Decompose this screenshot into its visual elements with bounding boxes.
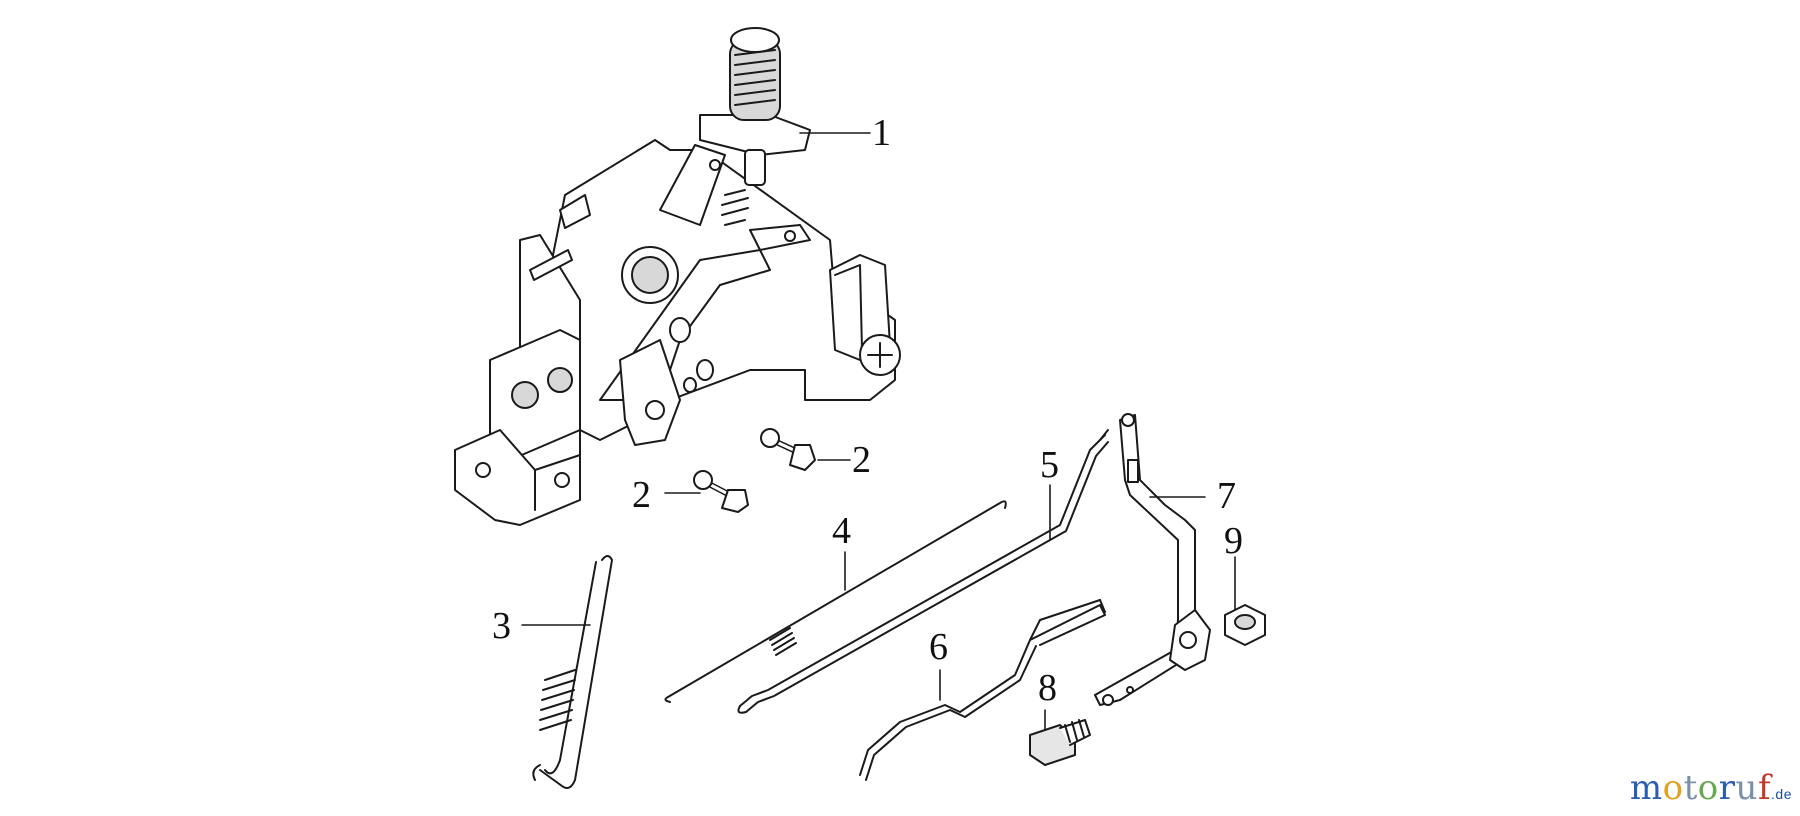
callout-9: 9 [1224, 520, 1243, 562]
callout-2-lower: 2 [632, 474, 651, 516]
watermark-tld: .de [1771, 786, 1792, 802]
watermark-letter: t [1683, 768, 1698, 808]
callout-7: 7 [1217, 475, 1236, 517]
watermark-letter: r [1718, 768, 1736, 808]
part-1-control-bracket [454, 27, 901, 526]
watermark-letter: o [1697, 768, 1719, 808]
part-2-screw-upper [760, 428, 816, 471]
part-5-throttle-rod [737, 429, 1109, 714]
watermark-letter: o [1662, 768, 1684, 808]
callout-3: 3 [492, 605, 511, 647]
watermark-letter: m [1629, 768, 1663, 808]
callout-4: 4 [832, 510, 851, 552]
part-7-governor-arm [1094, 413, 1211, 706]
watermark-wordmark: motoruf [1630, 768, 1771, 808]
part-4-choke-rod [664, 500, 1007, 703]
motoruf-watermark-logo: motoruf.de [1630, 768, 1792, 808]
part-6-link-rod [859, 599, 1106, 781]
part-9-nut [1224, 604, 1266, 646]
part-8-bolt [1029, 719, 1091, 766]
watermark-letter: u [1735, 768, 1758, 808]
callout-1: 1 [872, 112, 891, 154]
callout-2-upper: 2 [852, 439, 871, 481]
callout-6: 6 [929, 626, 948, 668]
watermark-letter: f [1757, 768, 1772, 808]
part-2-screw-lower [693, 470, 749, 513]
part-3-governor-spring [532, 555, 613, 789]
callout-8: 8 [1038, 667, 1057, 709]
callout-5: 5 [1040, 444, 1059, 486]
callout-labels: 1 2 2 3 4 5 6 7 8 9 [492, 112, 1243, 709]
leader-lines [521, 132, 1236, 731]
